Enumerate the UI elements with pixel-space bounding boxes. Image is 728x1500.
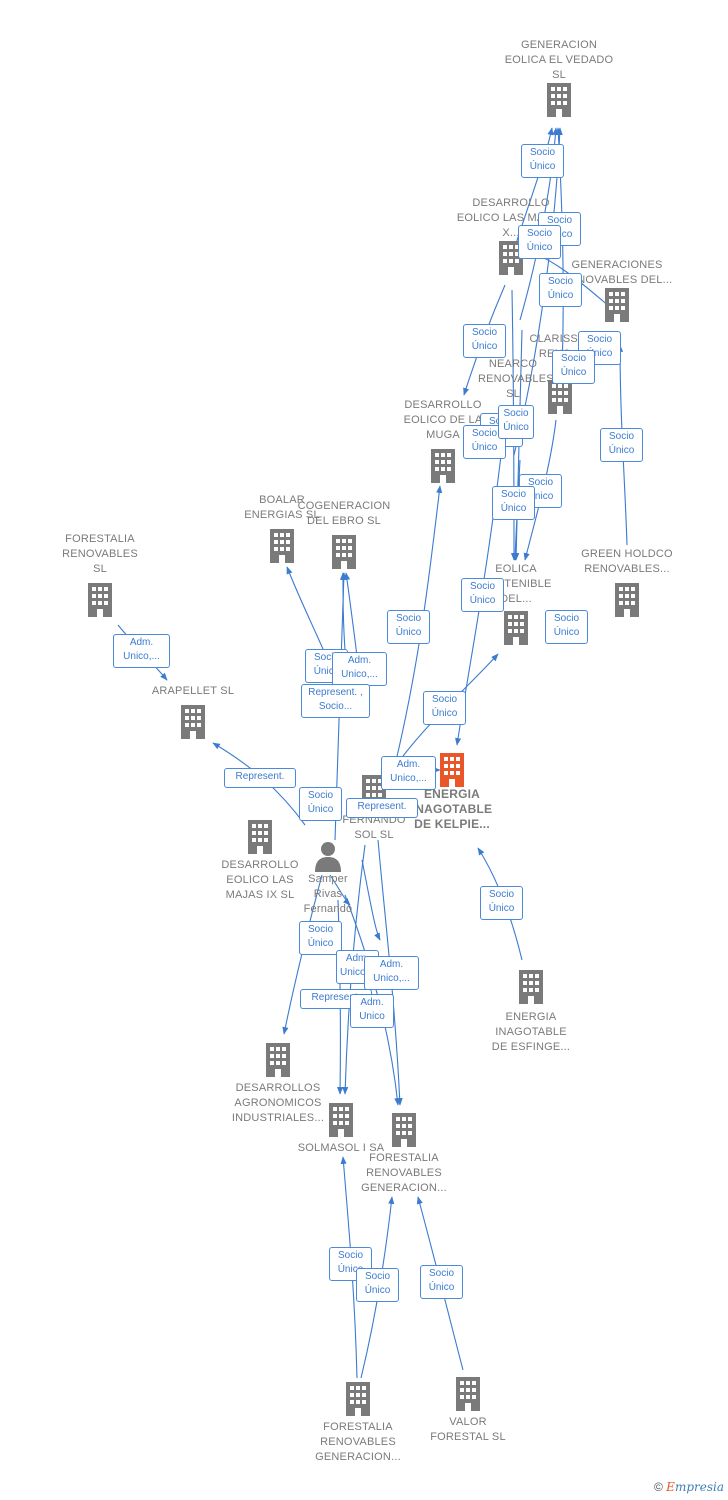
edge-label[interactable]: Socio Único xyxy=(600,428,643,462)
edge-label[interactable]: Represent. , Socio... xyxy=(301,684,370,718)
edge xyxy=(511,127,554,257)
building-icon xyxy=(504,611,528,645)
edge-label[interactable]: Socio Único xyxy=(423,691,466,725)
building-icon xyxy=(266,1043,290,1077)
edge-label[interactable]: Socio Único xyxy=(420,1265,463,1299)
copyright-symbol: © xyxy=(653,1480,663,1494)
building-icon xyxy=(431,449,455,483)
edge-label[interactable]: Adm. Unico,... xyxy=(364,956,419,990)
edge-label[interactable]: Socio Único xyxy=(539,273,582,307)
node-desarrollo-majas-ix[interactable]: DESARROLLO EOLICO LAS MAJAS IX SL xyxy=(200,820,320,903)
node-label: FORESTALIA RENOVABLES GENERACION... xyxy=(361,1152,447,1194)
node-desarrollos-agronomicos[interactable]: DESARROLLOS AGRONOMICOS INDUSTRIALES... xyxy=(218,1043,338,1126)
edge-label[interactable]: Socio Único xyxy=(519,474,562,508)
edge-label[interactable]: Represent. xyxy=(346,798,418,818)
node-forestalia-generacion-1[interactable]: FORESTALIA RENOVABLES GENERACION... xyxy=(344,1113,464,1196)
node-desarrollo-muga[interactable]: DESARROLLO EOLICO DE LA MUGA xyxy=(383,398,503,483)
edge-label[interactable]: Socio Único xyxy=(498,405,534,439)
building-icon xyxy=(456,1377,480,1411)
node-forestalia-generacion-2[interactable]: FORESTALIA RENOVABLES GENERACION... xyxy=(298,1382,418,1465)
building-icon xyxy=(440,753,464,787)
node-nearco[interactable]: NEARCO RENOVABLES SL xyxy=(453,357,573,402)
node-label: Samper Rivas Fernando xyxy=(303,873,353,915)
node-label: GENERACION EOLICA EL VEDADO SL xyxy=(504,39,614,81)
building-icon xyxy=(392,1113,416,1147)
node-label: NEARCO RENOVABLES SL xyxy=(478,358,554,400)
node-label: GREEN HOLDCO RENOVABLES... xyxy=(581,548,673,575)
node-boalar[interactable]: BOALAR ENERGIAS SL xyxy=(222,493,342,563)
edge-label[interactable]: Socio Único xyxy=(299,787,342,821)
node-label: DESARROLLOS AGRONOMICOS INDUSTRIALES... xyxy=(231,1082,325,1124)
brand-logo-initial: E xyxy=(666,1480,675,1494)
edge-label[interactable]: Represent. xyxy=(224,768,296,788)
node-forestalia-renovables[interactable]: FORESTALIA RENOVABLES SL xyxy=(40,532,160,617)
edge-label[interactable]: Socio Único xyxy=(518,225,561,259)
node-label: COGENERACION DEL EBRO SL xyxy=(297,500,391,527)
building-icon xyxy=(548,380,572,414)
node-generacion-eolica-vedado[interactable]: GENERACION EOLICA EL VEDADO SL xyxy=(499,38,619,117)
node-label: BOALAR ENERGIAS SL xyxy=(244,494,320,521)
person-icon xyxy=(315,842,341,872)
node-energia-esfinge[interactable]: ENERGIA INAGOTABLE DE ESFINGE... xyxy=(471,970,591,1055)
edge-label[interactable]: Socio Único xyxy=(356,1268,399,1302)
building-icon xyxy=(181,705,205,739)
node-label: GENERACIONES RENOVABLES DEL... xyxy=(561,259,673,286)
edge-label[interactable]: Socio Único xyxy=(552,350,595,384)
building-icon xyxy=(547,83,571,117)
edge-label[interactable]: Socio Único xyxy=(463,324,506,358)
node-label: DESARROLLO EOLICO LAS MAJAS X... xyxy=(456,197,566,239)
node-green-holdco[interactable]: GREEN HOLDCO RENOVABLES... xyxy=(567,547,687,617)
node-label: FORESTALIA RENOVABLES SL xyxy=(62,533,138,575)
building-icon xyxy=(332,535,356,569)
edge-label[interactable]: Socio Único xyxy=(461,578,504,612)
edge-label[interactable]: Adm. Unico xyxy=(350,994,394,1028)
building-icon xyxy=(270,529,294,563)
node-label: DESARROLLO EOLICO LAS MAJAS IX SL xyxy=(221,859,299,901)
brand-logo-text: mpresia xyxy=(674,1480,724,1494)
node-label: FORESTALIA RENOVABLES GENERACION... xyxy=(315,1421,401,1463)
copyright-footer: © Empresia xyxy=(654,1480,724,1494)
node-samper[interactable]: Samper Rivas Fernando xyxy=(268,840,388,917)
node-label: ARAPELLET SL xyxy=(151,685,235,697)
node-label: ENERGIA INAGOTABLE DE KELPIE... xyxy=(411,787,493,831)
node-cogeneracion[interactable]: COGENERACION DEL EBRO SL xyxy=(284,499,404,569)
node-energia-kelpie[interactable]: ENERGIA INAGOTABLE DE KELPIE... xyxy=(392,753,512,832)
building-icon xyxy=(519,970,543,1004)
node-label: SOLMASOL I SA xyxy=(297,1142,385,1154)
node-label: DESARROLLO EOLICO DE LA MUGA xyxy=(403,399,483,441)
edge xyxy=(329,874,351,906)
node-label: ENERGIA INAGOTABLE DE ESFINGE... xyxy=(491,1011,571,1053)
node-label: VALOR FORESTAL SL xyxy=(430,1416,506,1443)
building-icon xyxy=(605,288,629,322)
building-icon xyxy=(248,820,272,854)
building-icon xyxy=(329,1103,353,1137)
edge-label[interactable]: Socio Único xyxy=(387,610,430,644)
edge xyxy=(513,329,523,561)
edge-label[interactable]: Socio Único xyxy=(480,886,523,920)
edge-label[interactable]: Adm. Unico,... xyxy=(332,652,387,686)
node-solmasol[interactable]: SOLMASOL I SA xyxy=(281,1103,401,1156)
node-valor-forestal[interactable]: VALOR FORESTAL SL xyxy=(408,1377,528,1445)
building-icon xyxy=(615,583,639,617)
node-arapellet[interactable]: ARAPELLET SL xyxy=(133,684,253,739)
node-desarrollo-eolico-majas-x[interactable]: DESARROLLO EOLICO LAS MAJAS X... xyxy=(451,196,571,275)
building-icon xyxy=(88,583,112,617)
edge-label[interactable]: Socio Único xyxy=(299,921,342,955)
building-icon xyxy=(346,1382,370,1416)
edge-label[interactable]: Adm. Unico,... xyxy=(381,756,436,790)
edge-label[interactable]: Socio Único xyxy=(492,486,535,520)
node-generaciones-renovables[interactable]: GENERACIONES RENOVABLES DEL... xyxy=(557,258,677,322)
edge-label[interactable]: Socio Único xyxy=(545,610,588,644)
edge-label[interactable]: Adm. Unico,... xyxy=(113,634,170,668)
edge xyxy=(361,859,381,941)
edge-label[interactable]: Socio Único xyxy=(521,144,564,178)
